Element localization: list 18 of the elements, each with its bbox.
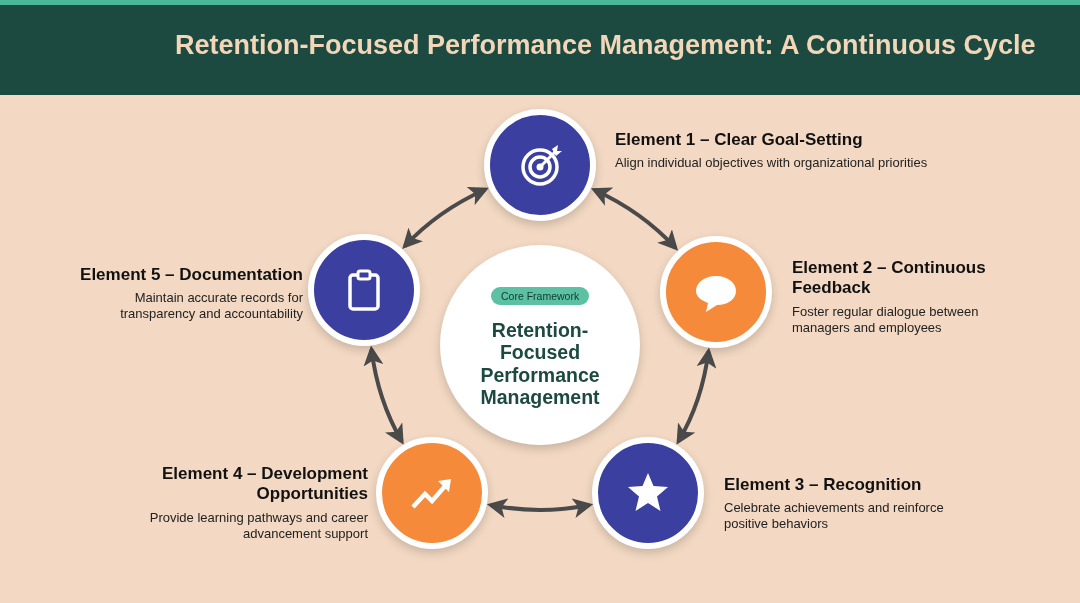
double-arrow bbox=[486, 498, 594, 518]
title: Retention-Focused Performance Management: A Continuous Cycle bbox=[175, 30, 1036, 61]
element-heading: Element 5 – Documentation bbox=[79, 265, 303, 286]
framework-badge: Core Framework bbox=[491, 287, 590, 305]
element-heading: Element 2 – Continuous Feedback bbox=[792, 258, 987, 299]
element-description: Foster regular dialogue between managers and employees bbox=[792, 304, 980, 337]
element-heading: Element 3 – Recognition bbox=[724, 475, 923, 496]
element-description: Celebrate achievements and reinforce positive behaviors bbox=[724, 500, 945, 533]
element-description: Maintain accurate records for transparency and accountability bbox=[119, 290, 303, 323]
element-description: Align individual objectives with organizational priorities bbox=[615, 155, 929, 172]
element-description: Provide learning pathways and career advancement support bbox=[148, 510, 368, 543]
center-title: Retention-Focused Performance Management bbox=[479, 319, 601, 409]
element-heading: Element 4 – Development Opportunities bbox=[161, 464, 368, 505]
double-arrow bbox=[676, 347, 717, 445]
double-arrow bbox=[363, 345, 404, 445]
element-heading: Element 1 – Clear Goal-Setting bbox=[615, 130, 864, 151]
double-arrow bbox=[402, 187, 489, 249]
double-arrow bbox=[591, 187, 679, 251]
